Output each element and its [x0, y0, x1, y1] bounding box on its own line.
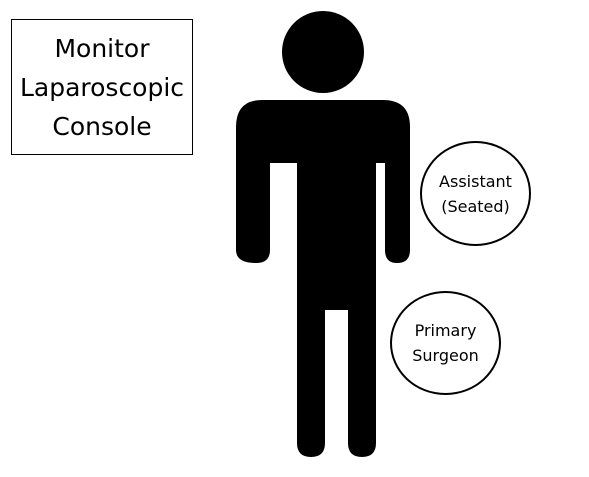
surgeon-label-line-1: Primary — [414, 321, 477, 340]
surgeon-label-line-2: Surgeon — [412, 346, 479, 365]
monitor-laparoscopic-console-box: Monitor Laparoscopic Console — [11, 19, 193, 155]
monitor-label-line-3: Console — [52, 111, 152, 141]
monitor-label-line-1: Monitor — [54, 33, 150, 63]
person-head — [282, 11, 364, 93]
monitor-label-line-2: Laparoscopic — [19, 72, 185, 102]
assistant-seated-circle: Assistant (Seated) — [420, 141, 531, 246]
assistant-label-line-2: (Seated) — [441, 196, 510, 216]
assistant-label-line-1: Assistant — [439, 171, 512, 191]
primary-surgeon-circle: Primary Surgeon — [390, 291, 501, 395]
person-body — [236, 100, 410, 457]
